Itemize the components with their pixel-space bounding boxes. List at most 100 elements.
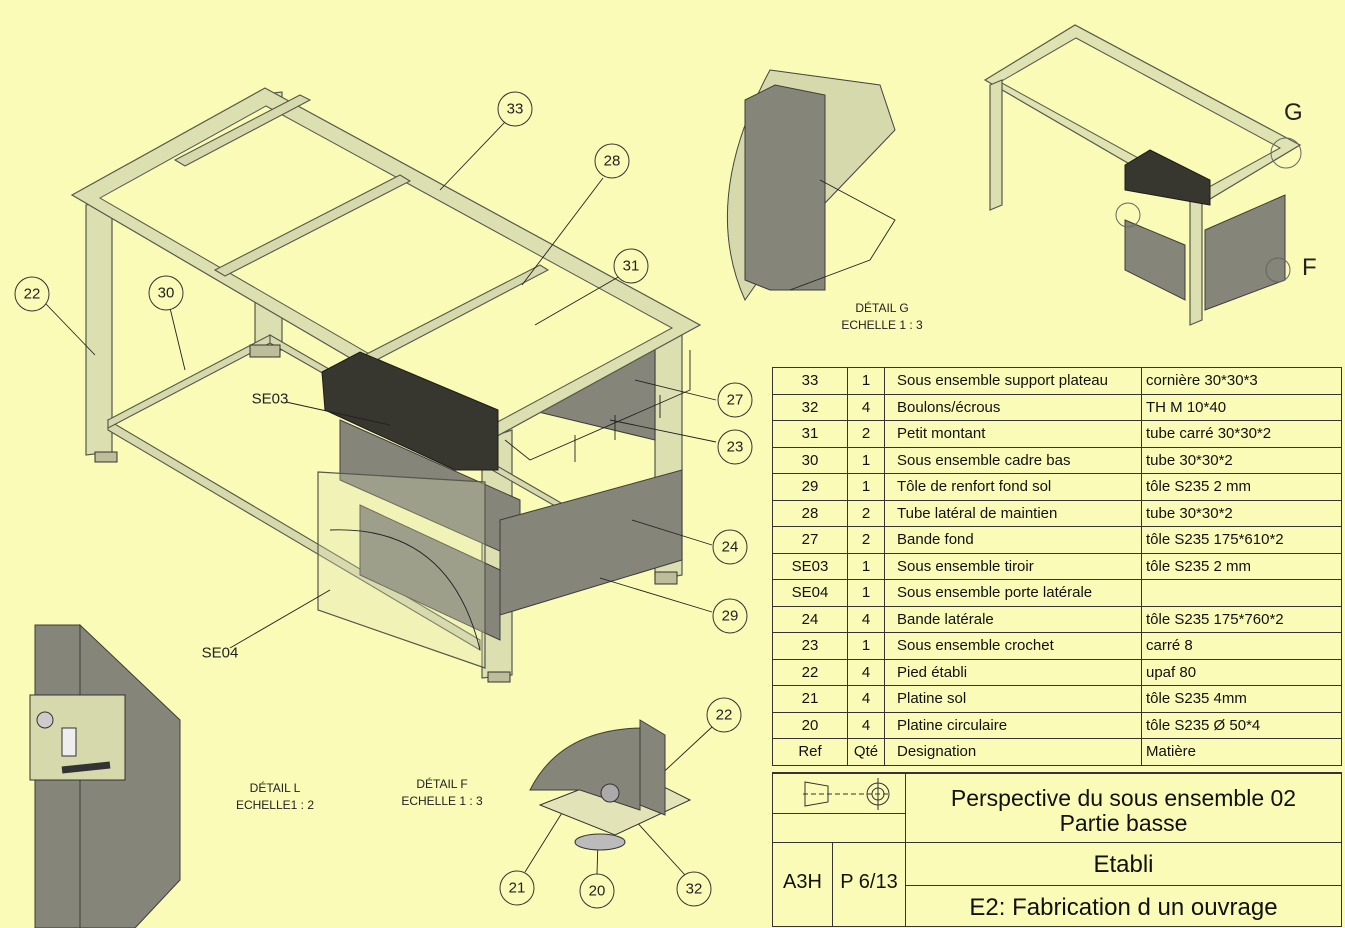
balloon-20: 20 [579, 873, 615, 909]
svg-text:27: 27 [727, 392, 744, 409]
detail-l-title: DÉTAIL L [250, 780, 301, 795]
bom-qty: 1 [847, 446, 885, 474]
main-assembly-view [70, 87, 702, 683]
bom-ref: 32 [772, 393, 848, 421]
balloon-30: 30 [148, 275, 184, 311]
header-material: Matière [1141, 738, 1342, 766]
bom-material: tôle S235 2 mm [1141, 473, 1342, 501]
detail-f-marker: F [1302, 254, 1317, 281]
bom-qty: 4 [847, 658, 885, 686]
balloon-detail-f-22: 22 [706, 697, 742, 733]
bom-designation: Sous ensemble cadre bas [884, 446, 1142, 474]
bom-ref: 33 [772, 367, 848, 395]
bom-material: cornière 30*30*3 [1141, 367, 1342, 395]
svg-text:20: 20 [589, 883, 606, 900]
projection-symbol-icon [773, 774, 905, 814]
detail-g-view [726, 69, 896, 302]
balloon-32: 32 [676, 871, 712, 907]
page-number: P 6/13 [833, 842, 905, 926]
bom-material: tôle S235 2 mm [1141, 552, 1342, 580]
bom-material: tôle S235 4mm [1141, 685, 1342, 713]
svg-text:33: 33 [507, 101, 524, 118]
balloon-31: 31 [613, 248, 649, 284]
title-block: Perspective du sous ensemble 02 Partie b… [772, 772, 1342, 927]
label-se04: SE04 [202, 645, 239, 662]
bom-qty: 4 [847, 605, 885, 633]
svg-text:21: 21 [509, 880, 526, 897]
svg-text:23: 23 [727, 439, 744, 456]
bom-ref: 20 [772, 711, 848, 739]
svg-text:22: 22 [716, 707, 733, 724]
bom-ref: 31 [772, 420, 848, 448]
bom-material: upaf 80 [1141, 658, 1342, 686]
header-ref: Ref [772, 738, 848, 766]
bom-qty: 2 [847, 526, 885, 554]
leader-lines [45, 121, 717, 876]
header-designation: Designation [884, 738, 1142, 766]
balloon-33: 33 [497, 91, 533, 127]
bom-qty: 4 [847, 393, 885, 421]
bom-material: tôle S235 175*760*2 [1141, 605, 1342, 633]
balloon-24: 24 [712, 529, 748, 565]
bom-designation: Tube latéral de maintien [884, 499, 1142, 527]
bom-ref: 29 [772, 473, 848, 501]
bom-designation: Platine circulaire [884, 711, 1142, 739]
bom-ref: 28 [772, 499, 848, 527]
svg-text:30: 30 [158, 285, 175, 302]
bom-qty: 1 [847, 552, 885, 580]
bom-designation: Tôle de renfort fond sol [884, 473, 1142, 501]
detail-f-scale: ECHELLE 1 : 3 [401, 794, 483, 808]
bom-qty: 1 [847, 473, 885, 501]
detail-f-view [529, 719, 692, 851]
bom-material: carré 8 [1141, 632, 1342, 660]
svg-text:29: 29 [722, 608, 739, 625]
bom-material: tôle S235 Ø 50*4 [1141, 711, 1342, 739]
bom-designation: Sous ensemble tiroir [884, 552, 1142, 580]
bom-qty: 4 [847, 685, 885, 713]
label-se03: SE03 [252, 391, 289, 408]
bom-designation: Boulons/écrous [884, 393, 1142, 421]
bom-ref: 24 [772, 605, 848, 633]
balloon-29: 29 [712, 598, 748, 634]
drawing-title: Perspective du sous ensemble 02 Partie b… [905, 774, 1341, 842]
bom-ref: 21 [772, 685, 848, 713]
bom-ref: 30 [772, 446, 848, 474]
bom-material: tôle S235 175*610*2 [1141, 526, 1342, 554]
bom-material: tube 30*30*2 [1141, 446, 1342, 474]
bom-designation: Bande fond [884, 526, 1142, 554]
svg-text:SE04: SE04 [202, 645, 239, 662]
balloon-21: 21 [499, 870, 535, 906]
project-name: E2: Fabrication d un ouvrage [905, 885, 1341, 926]
assembly-name: Etabli [905, 842, 1341, 885]
detail-g-marker: G [1284, 99, 1303, 126]
sheet-format: A3H [773, 842, 833, 926]
bom-material: tube 30*30*2 [1141, 499, 1342, 527]
bom-ref: 22 [772, 658, 848, 686]
svg-text:31: 31 [623, 258, 640, 275]
balloon-27: 27 [717, 382, 753, 418]
svg-text:32: 32 [686, 881, 703, 898]
bom-designation: Bande latérale [884, 605, 1142, 633]
bom-header-row: Ref Qté Designation Matière [772, 738, 1342, 766]
svg-text:24: 24 [722, 539, 739, 556]
bom-qty: 4 [847, 711, 885, 739]
svg-text:22: 22 [24, 286, 41, 303]
bom-qty: 2 [847, 499, 885, 527]
bom-designation: Platine sol [884, 685, 1142, 713]
bom-material: tube carré 30*30*2 [1141, 420, 1342, 448]
header-qty: Qté [847, 738, 885, 766]
bom-qty: 1 [847, 579, 885, 607]
bom-qty: 1 [847, 632, 885, 660]
